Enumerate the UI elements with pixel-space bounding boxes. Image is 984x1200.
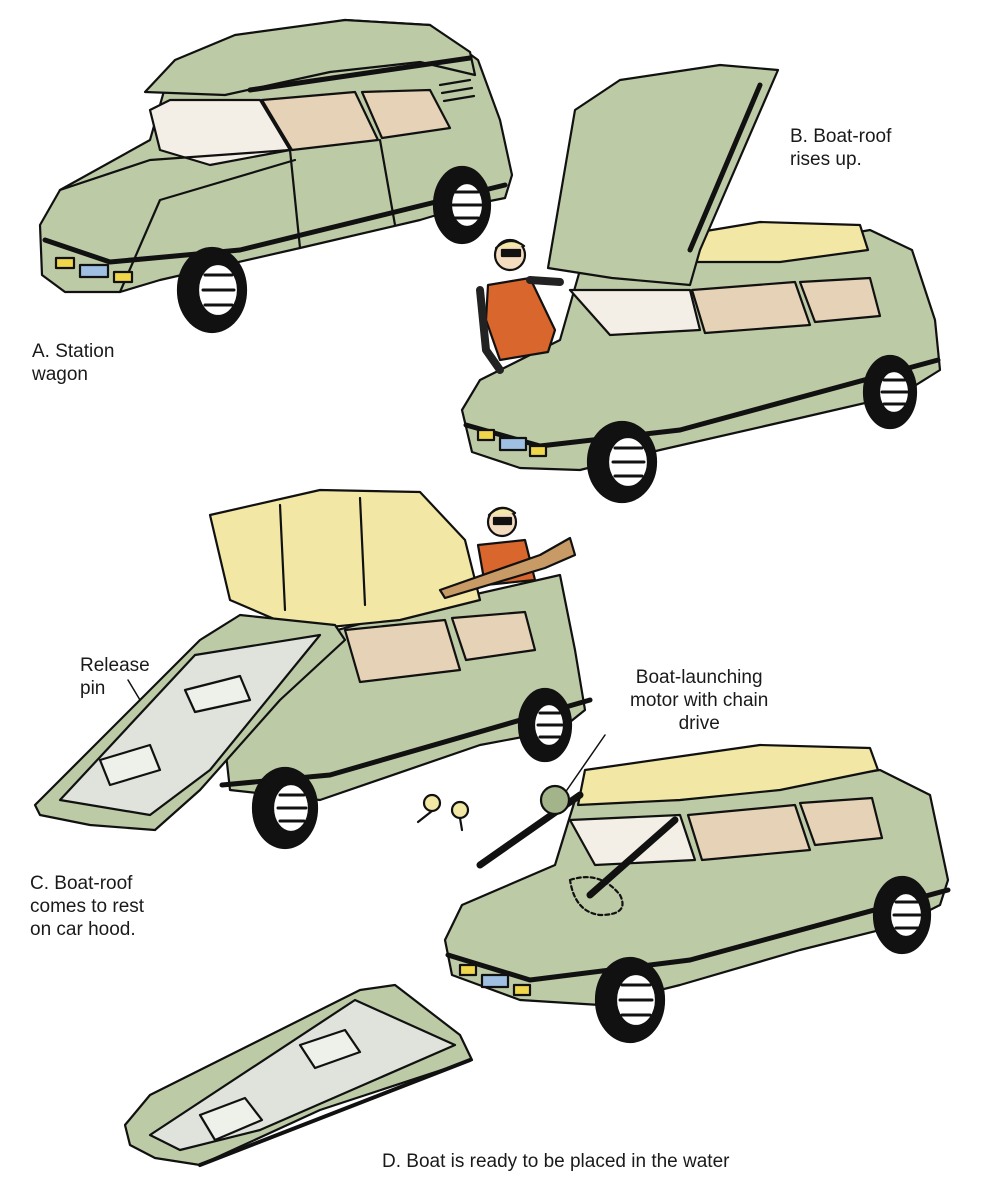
- label-boat-roof-rest: C. Boat-roof comes to rest on car hood.: [30, 873, 145, 940]
- car-b-roof-rising: [460, 63, 942, 504]
- car-c-front-wheel: [251, 766, 319, 850]
- oar-icon: [438, 536, 577, 600]
- boat-gunwale-stripe: [198, 1058, 472, 1167]
- label-boat-roof-rises: B. Boat-roof rises up.: [790, 126, 892, 170]
- car-a-headlight-left: [54, 256, 76, 270]
- car-b-side-window-2: [798, 276, 882, 324]
- car-c-windows: [343, 610, 537, 684]
- car-b-plate: [498, 436, 528, 452]
- boat-seats-d: [198, 1028, 362, 1142]
- label-boat-launching-motor: Boat-launching motor with chain drive: [630, 667, 769, 734]
- car-b-raised-roof: [546, 63, 780, 287]
- car-d-headlight-left: [458, 963, 478, 977]
- motor-leader: [559, 734, 606, 801]
- motor-icon: [539, 784, 571, 816]
- release-pins: [416, 793, 470, 832]
- car-b-windshield: [568, 288, 702, 337]
- car-d-headlight-right: [512, 983, 532, 997]
- boat-icon: [123, 983, 474, 1167]
- car-a-plate: [78, 263, 110, 279]
- car-a-roof-groove: [247, 55, 473, 93]
- car-b-headlight-right: [528, 444, 548, 458]
- car-d-plate: [480, 973, 510, 989]
- car-c-open-roof: [208, 488, 482, 632]
- car-a-vents: [438, 78, 476, 103]
- car-c-stripe: [219, 697, 593, 788]
- car-a-side-window-2: [360, 88, 452, 140]
- car-a-rear-wheel: [432, 165, 492, 245]
- car-b-front-wheel: [586, 420, 658, 504]
- car-d-rear-wheel: [872, 875, 932, 955]
- release-pin-leader: [127, 679, 141, 701]
- car-a-stripe: [42, 182, 508, 265]
- car-b-headlight-left: [476, 428, 496, 442]
- label-boat-ready: D. Boat is ready to be placed in the wat…: [382, 1151, 730, 1172]
- car-a-roof: [143, 18, 477, 97]
- boat-seats-c: [98, 674, 252, 787]
- label-station-wagon: A. Station wagon: [32, 341, 115, 385]
- car-a-front-wheel: [176, 246, 248, 334]
- car-a-station-wagon: [38, 18, 514, 334]
- label-release-pin: Release pin: [80, 655, 150, 699]
- car-c-roof-on-hood: [33, 488, 593, 850]
- car-b-rear-wheel: [862, 354, 918, 430]
- car-a-side-window-1: [260, 90, 380, 152]
- car-d-side-windows: [686, 796, 884, 862]
- car-b-roof-groove: [687, 82, 763, 253]
- car-b-side-window-1: [690, 280, 812, 335]
- car-c-roof-panels: [278, 496, 367, 612]
- person-b-icon: [476, 238, 564, 374]
- car-c-rear-wheel: [517, 687, 573, 763]
- car-d-front-wheel: [594, 956, 666, 1044]
- car-d-boat-launched: [123, 734, 951, 1167]
- car-a-headlight-right: [112, 270, 134, 284]
- chain-drive: [568, 876, 624, 917]
- car-d-roof-rack: [576, 743, 880, 807]
